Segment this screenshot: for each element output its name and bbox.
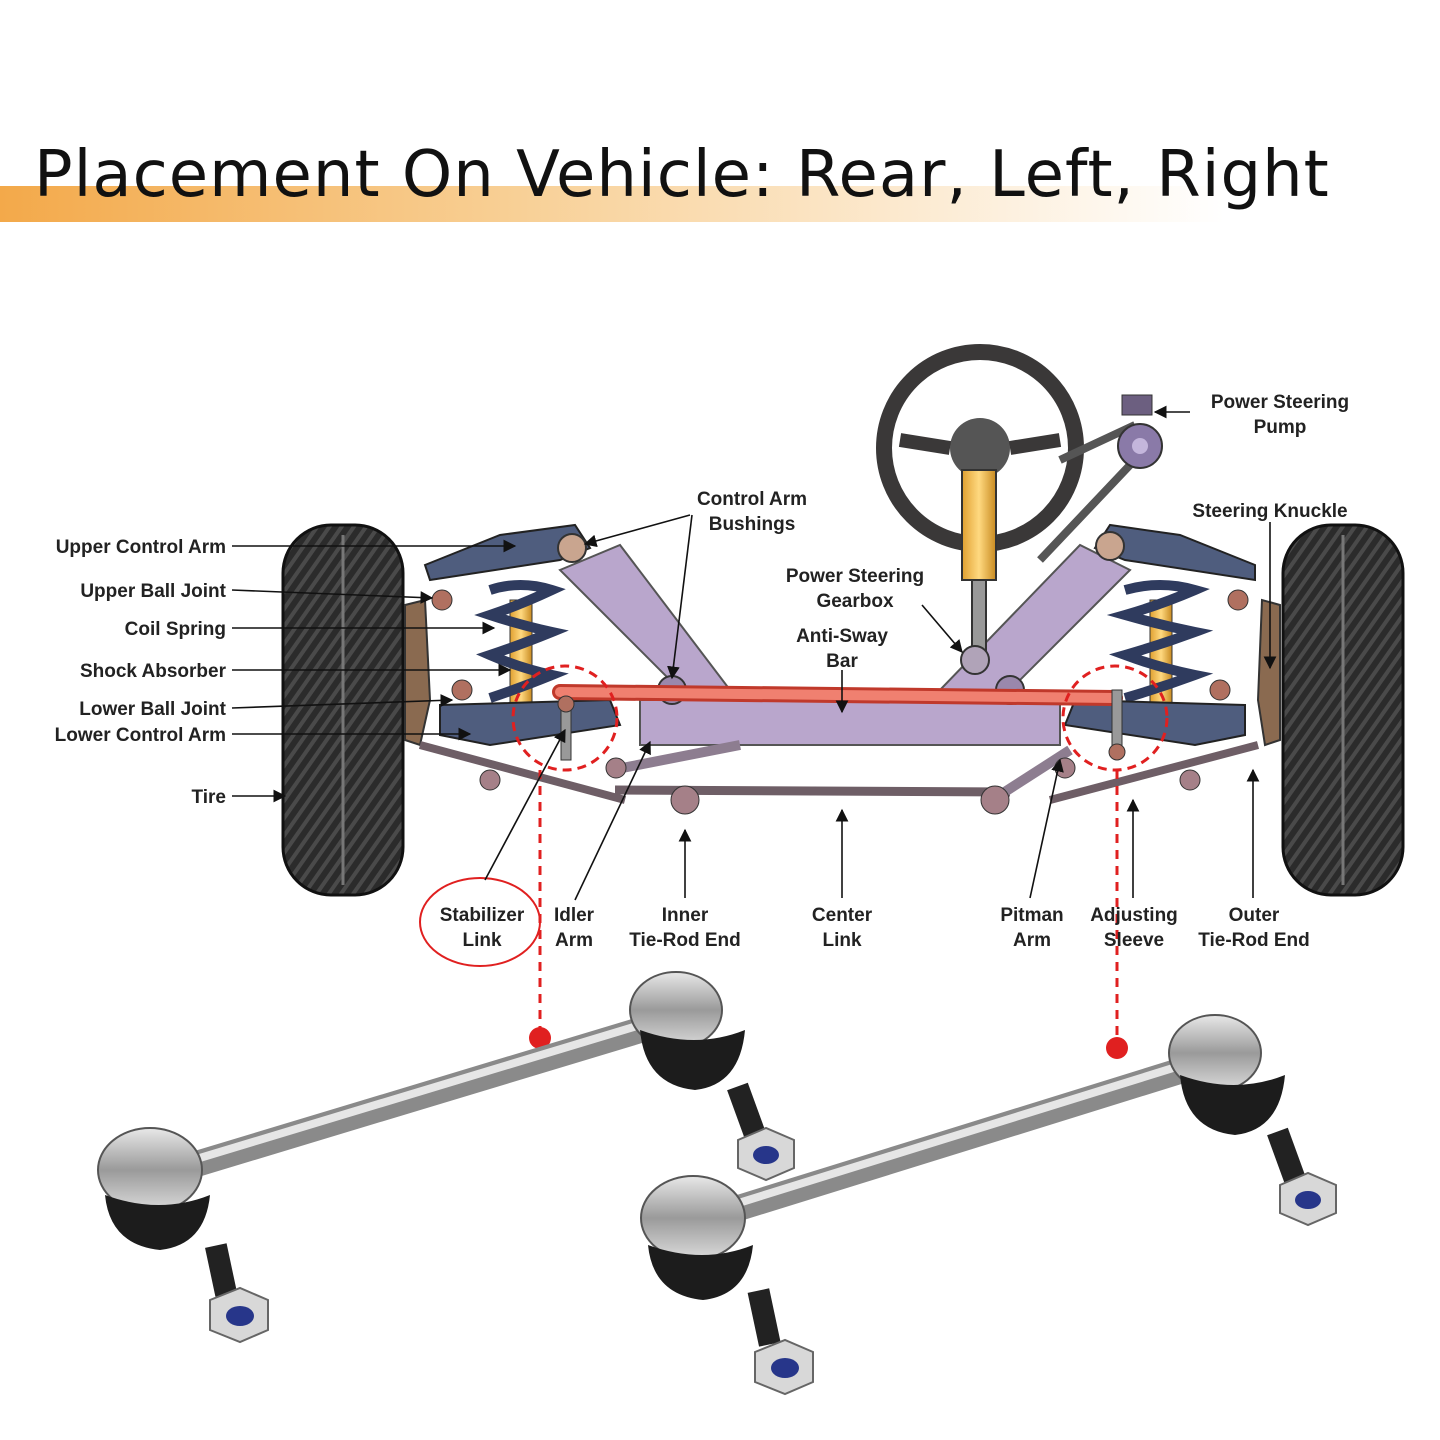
label-power-steering-gearbox-line2: Gearbox: [816, 591, 894, 612]
right-upper-control-arm: [1093, 523, 1256, 582]
label-lower-control-arm: Lower Control Arm: [55, 725, 226, 746]
marker-dot-right: [1106, 1037, 1128, 1059]
steering-column: [960, 469, 997, 675]
stabilizer-link-right: [1111, 689, 1123, 753]
power-steering-pump: [1037, 394, 1163, 563]
right-steering-knuckle: [1256, 598, 1281, 747]
label-shock-absorber: Shock Absorber: [80, 661, 227, 682]
label-center-link-line1: Center: [812, 905, 873, 926]
label-steering-knuckle: Steering Knuckle: [1192, 501, 1347, 522]
label-idler-arm-line1: Idler: [554, 905, 595, 926]
label-anti-sway-bar-line2: Bar: [826, 651, 858, 672]
stabilizer-link-product-left: [97, 971, 795, 1344]
label-upper-control-arm: Upper Control Arm: [56, 537, 226, 558]
label-inner-tie-rod-line2: Tie-Rod End: [629, 930, 741, 951]
right-tire: [1281, 523, 1405, 897]
control-arm-bushing-right: [1095, 531, 1125, 561]
label-outer-tie-rod-line2: Tie-Rod End: [1198, 930, 1310, 951]
label-pitman-arm-line1: Pitman: [1000, 905, 1063, 926]
left-tire: [281, 523, 405, 897]
label-power-steering-pump-line2: Pump: [1254, 417, 1307, 438]
left-upper-control-arm: [423, 523, 592, 582]
label-stabilizer-link-line1: Stabilizer: [440, 905, 525, 926]
label-idler-arm-line2: Arm: [555, 930, 593, 951]
label-pitman-arm-line2: Arm: [1013, 930, 1051, 951]
title-underline-bar: [0, 186, 1440, 222]
label-upper-ball-joint: Upper Ball Joint: [80, 581, 226, 602]
label-tire: Tire: [191, 787, 226, 808]
right-lower-control-arm: [1063, 698, 1246, 747]
left-lower-control-arm: [439, 698, 622, 747]
highlight-circle-left: [511, 664, 619, 772]
label-control-arm-bushings-line1: Control Arm: [697, 489, 807, 510]
left-steering-knuckle: [404, 598, 432, 747]
label-adjusting-sleeve-line1: Adjusting: [1090, 905, 1178, 926]
label-control-arm-bushings-line2: Bushings: [709, 514, 796, 535]
leader-lines: [231, 405, 1277, 901]
label-outer-tie-rod-line1: Outer: [1229, 905, 1280, 926]
label-anti-sway-bar-line1: Anti-Sway: [796, 626, 888, 647]
label-stabilizer-link-line2: Link: [462, 930, 501, 951]
label-coil-spring: Coil Spring: [125, 619, 226, 640]
label-inner-tie-rod-line1: Inner: [662, 905, 709, 926]
page-title: Placement On Vehicle: Rear, Left, Right: [34, 138, 1330, 212]
label-lower-ball-joint: Lower Ball Joint: [79, 699, 226, 720]
steering-linkage: [418, 740, 1260, 815]
label-power-steering-pump-line1: Power Steering: [1211, 392, 1349, 413]
stabilizer-link-product-right: [640, 1014, 1337, 1396]
label-power-steering-gearbox-line1: Power Steering: [786, 566, 924, 587]
highlight-circle-right: [1061, 664, 1169, 772]
control-arm-bushing-left: [557, 533, 587, 563]
marker-dot-left: [529, 1027, 551, 1049]
right-coil-spring: [1106, 580, 1214, 706]
label-center-link-line2: Link: [822, 930, 861, 951]
label-adjusting-sleeve-line2: Sleeve: [1104, 930, 1164, 951]
left-coil-spring: [474, 580, 569, 706]
